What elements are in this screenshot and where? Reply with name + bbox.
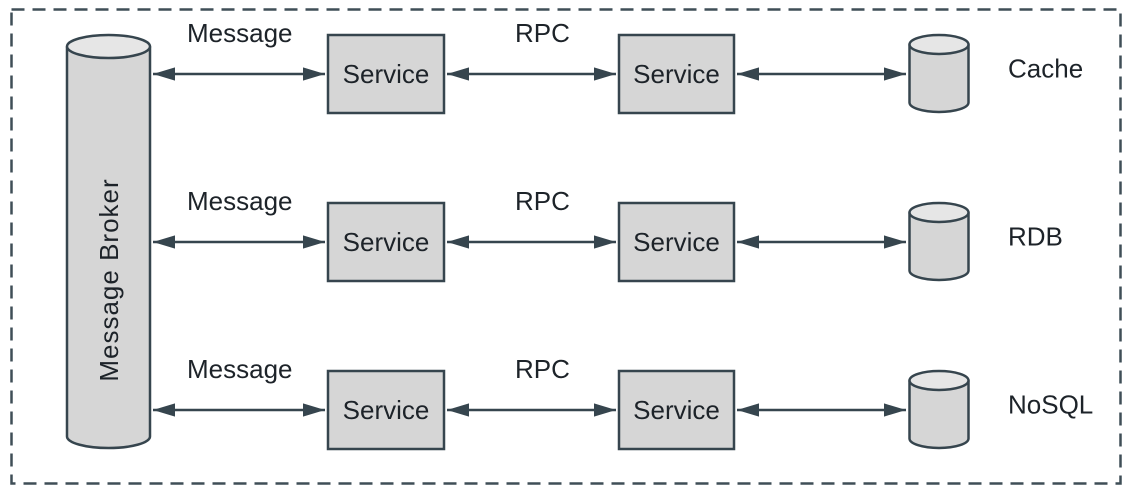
datastore-cylinder — [908, 212, 970, 282]
datastore-label: RDB — [1008, 222, 1063, 252]
service-label: Service — [343, 59, 430, 89]
service-box — [617, 369, 736, 451]
service-label: Service — [633, 395, 720, 425]
datastore-cylinder — [908, 380, 970, 450]
service-box — [617, 33, 736, 115]
rpc-label: RPC — [515, 354, 570, 384]
message-broker-cylinder-top — [65, 33, 152, 60]
service-label: Service — [343, 395, 430, 425]
message-broker: Message Broker — [65, 33, 152, 450]
message-broker-label: Message Broker — [94, 178, 124, 381]
service-box — [326, 369, 446, 451]
message-broker-cylinder — [65, 46, 152, 450]
rpc-label: RPC — [515, 186, 570, 216]
pipeline-row-rdb: Message Service RPC Service RDB — [153, 186, 1063, 283]
datastore-label: Cache — [1008, 54, 1083, 84]
outer-dashed-border — [10, 8, 1122, 485]
pipeline-row-nosql: Message Service RPC Service NoSQL — [153, 354, 1093, 451]
rpc-label: RPC — [515, 18, 570, 48]
message-label: Message — [187, 18, 293, 48]
pipeline-row-cache: Message Service RPC Service Cache — [153, 18, 1083, 115]
datastore-cylinder-top — [908, 33, 970, 56]
service-label: Service — [633, 227, 720, 257]
datastore-cylinder — [908, 44, 970, 114]
service-box — [326, 33, 446, 115]
message-label: Message — [187, 354, 293, 384]
service-box — [617, 201, 736, 283]
service-label: Service — [343, 227, 430, 257]
datastore-cylinder-top — [908, 369, 970, 392]
datastore-label: NoSQL — [1008, 390, 1093, 420]
datastore-cylinder-top — [908, 201, 970, 224]
service-label: Service — [633, 59, 720, 89]
service-box — [326, 201, 446, 283]
message-label: Message — [187, 186, 293, 216]
